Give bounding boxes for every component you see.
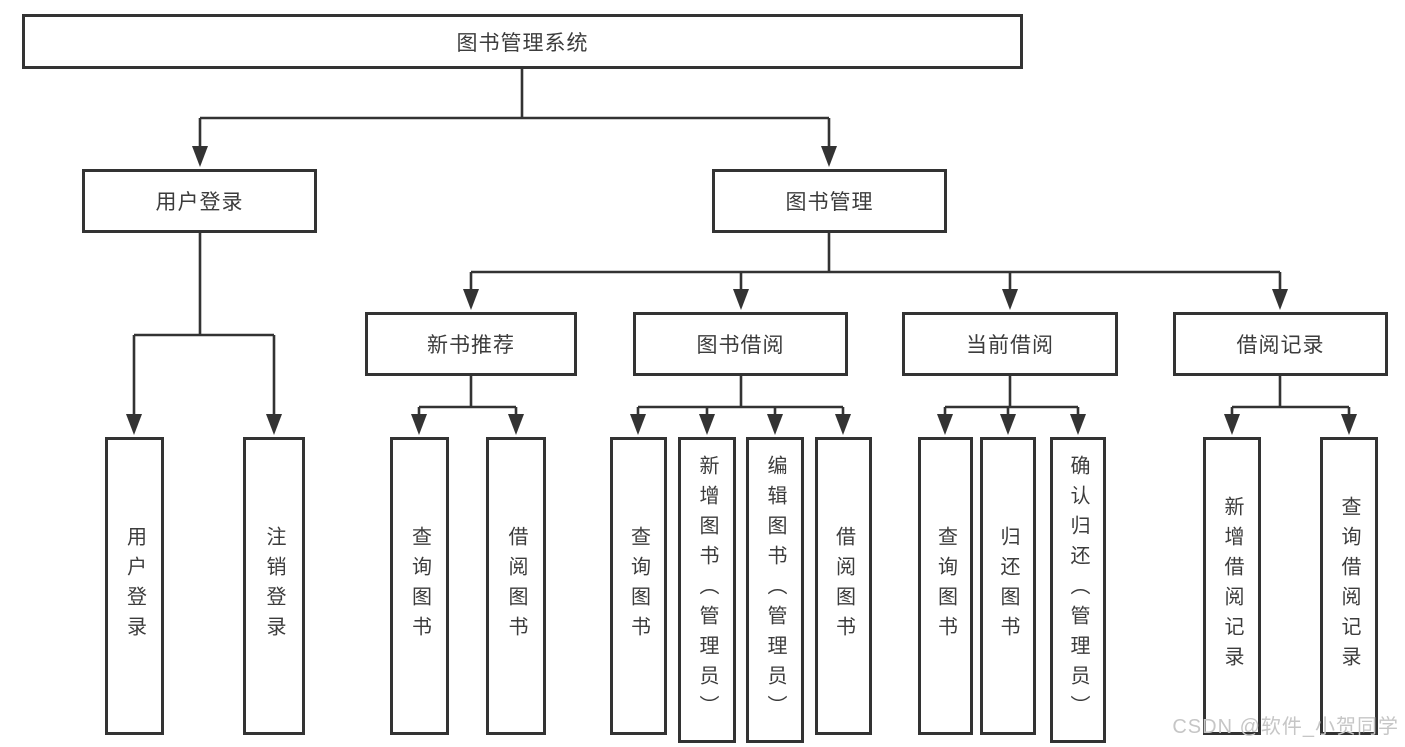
leaf-add-book-admin-label: 新增图书（管理员）	[696, 455, 718, 725]
leaf-user-login: 用户登录	[105, 437, 164, 735]
leaf-query-books-current-label: 查询图书	[934, 526, 957, 646]
leaf-query-books-current: 查询图书	[918, 437, 973, 735]
leaf-add-borrow-record-label: 新增借阅记录	[1221, 496, 1243, 676]
node-book-borrow: 图书借阅	[633, 312, 848, 376]
node-user-login-label: 用户登录	[155, 191, 244, 214]
node-user-login: 用户登录	[82, 169, 317, 233]
node-book-borrow-label: 图书借阅	[696, 334, 785, 357]
leaf-add-book-admin: 新增图书（管理员）	[678, 437, 736, 743]
leaf-logout-label: 注销登录	[263, 526, 285, 646]
node-book-management: 图书管理	[712, 169, 947, 233]
connector-user-login-to-leaves	[132, 233, 276, 418]
connector-new-book-to-leaves	[417, 376, 518, 418]
node-root: 图书管理系统	[22, 14, 1023, 69]
leaf-logout: 注销登录	[243, 437, 305, 735]
node-borrow-records-label: 借阅记录	[1236, 334, 1325, 357]
node-current-borrow-label: 当前借阅	[966, 334, 1054, 357]
leaf-borrow-books-recommend-label: 借阅图书	[505, 526, 527, 646]
leaf-return-book: 归还图书	[980, 437, 1036, 735]
leaf-query-borrow-record: 查询借阅记录	[1320, 437, 1378, 735]
leaf-user-login-label: 用户登录	[123, 526, 146, 646]
leaf-edit-book-admin-label: 编辑图书（管理员）	[764, 455, 786, 725]
leaf-confirm-return-admin: 确认归还（管理员）	[1050, 437, 1106, 743]
leaf-borrow-books-label: 借阅图书	[832, 526, 855, 646]
node-borrow-records: 借阅记录	[1173, 312, 1388, 376]
leaf-add-borrow-record: 新增借阅记录	[1203, 437, 1261, 735]
leaf-confirm-return-admin-label: 确认归还（管理员）	[1067, 455, 1089, 725]
leaf-borrow-books-recommend: 借阅图书	[486, 437, 546, 735]
connector-book-borrow-to-leaves	[636, 376, 845, 418]
connector-book-management-to-level3	[469, 233, 1282, 292]
leaf-return-book-label: 归还图书	[997, 526, 1019, 646]
leaf-edit-book-admin: 编辑图书（管理员）	[746, 437, 804, 743]
node-root-label: 图书管理系统	[456, 31, 589, 55]
leaf-query-books-recommend: 查询图书	[390, 437, 449, 735]
node-new-book-recommend-label: 新书推荐	[427, 334, 515, 357]
watermark: CSDN @软件_小贺同学	[1172, 716, 1399, 738]
arrowheads	[126, 146, 1357, 435]
node-book-management-label: 图书管理	[785, 191, 874, 214]
connector-root-to-level2	[198, 69, 831, 150]
connector-current-borrow-to-leaves	[943, 376, 1080, 418]
node-current-borrow: 当前借阅	[902, 312, 1118, 376]
node-new-book-recommend: 新书推荐	[365, 312, 577, 376]
leaf-query-books-recommend-label: 查询图书	[408, 526, 431, 646]
leaf-borrow-books: 借阅图书	[815, 437, 872, 735]
leaf-query-books-borrow: 查询图书	[610, 437, 667, 735]
connector-borrow-records-to-leaves	[1230, 376, 1351, 418]
leaf-query-books-borrow-label: 查询图书	[627, 526, 650, 646]
leaf-query-borrow-record-label: 查询借阅记录	[1338, 496, 1360, 676]
